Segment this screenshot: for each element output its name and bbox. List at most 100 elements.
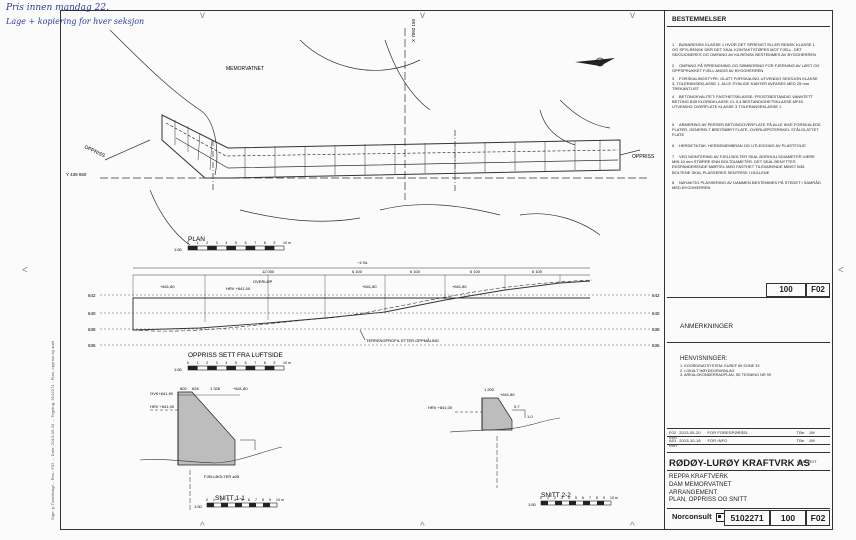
scale-tick-label: 2 [220,498,222,502]
frame-marker-icon: < [838,265,844,276]
oppriss-label-right: OPPRISS [632,154,655,160]
section2-dim: 1 200 [484,387,495,392]
overlop-label: OVERLØP [253,279,273,284]
scale-tick-label: 1 [197,361,199,365]
henvisninger-list: 1. KOORDINATSYSTEM: EUREF 89 SONE 33 2. … [680,364,771,378]
elevation-level-642-right: 642 [652,293,660,298]
section1-dim-c: 1 326 [210,386,221,391]
scale-tick-label: 3 [561,496,563,500]
scale-tick-label: 4 [225,241,227,245]
section-2-drawing [449,397,561,488]
frame-marker-icon: < [22,265,28,276]
scale-tick-label: 5 [235,241,237,245]
section1-title: SNITT 1-1 [215,495,245,502]
section1-scale-bar: 1:50 [194,502,278,509]
elevation-level-638: 638 [88,327,96,332]
divider [667,444,830,445]
terrain-contour [559,99,611,129]
divider [667,297,830,298]
scale-tick-label: 1 [547,496,549,500]
terrain-contour [299,39,421,71]
scale-tick-label: 10 m [276,498,284,502]
terrain-contour [384,39,431,111]
section1-dim-b: 626 [192,386,199,391]
handwritten-note-line1: Pris innen mandag 22. [6,3,109,13]
elevation-scale-text: 1:50 [174,367,183,372]
section1-scale-text: 1:50 [194,504,203,509]
elevation-drawing [100,267,650,346]
section2-slope: 0,7 [514,404,520,409]
terrain-label: TERRENGPROFIL ETTER OPPMÅLING [366,338,439,343]
revision-box: F02 [806,283,830,297]
divider [667,470,830,471]
scale-tick-label: 10 m [610,496,618,500]
elevation-total-dim: ~4 94. [357,260,368,265]
section1-hrv: HRV +641,00 [150,404,175,409]
scale-tick-label: 4 [225,361,227,365]
sheet-number-box: 100 [766,283,806,297]
hrv-label: HRV +641,00 [226,286,251,291]
frame-marker-icon: ^ [200,521,205,532]
scale-tick-label: 1 [213,498,215,502]
dam-plan-section-lines [174,120,601,178]
crest-label-2: +641,80 [362,284,377,289]
revision-row: A01 2013-10-18 FOR INFO TBe JW RvR [669,438,815,448]
scale-tick-label: 2 [206,361,208,365]
terrain-contour [149,189,191,246]
dam-plan-outline [161,114,621,179]
crest-label-3: +641,80 [452,284,467,289]
frame-marker-icon: v [420,10,425,21]
coord-y-label: Y 439 650 [66,172,87,177]
handwritten-note-line2: Lage + kopiering for hver seksjon [6,17,145,26]
scale-tick-label: 6 [245,241,247,245]
scale-tick-label: 7 [254,241,256,245]
scale-tick-label: 1 [197,241,199,245]
divider [667,452,830,453]
company-name: RØDØY-LURØY KRAFTVRK AS [669,458,810,469]
elevation-level-642: 642 [88,293,96,298]
scale-tick-label: 0 [206,498,208,502]
scale-tick-label: 4 [568,496,570,500]
elevation-title: OPPRISS SETT FRA LUFTSIDE [188,352,284,359]
oppriss-arrow-right [619,149,641,156]
frame-marker-icon: v [200,10,205,21]
divider [667,342,830,343]
scale-tick-label: 10 m [283,361,291,365]
section1-crest: +641,80 [233,386,248,391]
scale-tick-label: 9 [273,241,275,245]
section2-slope2: 1,0 [527,414,533,419]
frame-marker-icon: ^ [630,521,635,532]
scale-tick-label: 2 [554,496,556,500]
revision-code: F02 [806,510,830,526]
elevation-dim-2: 6 100 [352,269,363,274]
bestemmelser-title: BESTEMMELSER [672,16,727,23]
divider [667,428,830,429]
project-description: REPPA KRAFTVERK DAM MEMORVATNET ARRANGEM… [669,473,748,504]
terrain-contour [239,209,361,222]
scale-tick-label: 8 [262,498,264,502]
elevation-level-640-right: 640 [652,311,660,316]
frame-marker-icon: ^ [420,521,425,532]
scale-tick-label: 2 [206,241,208,245]
scale-tick-label: 7 [254,361,256,365]
scale-tick-label: 6 [582,496,584,500]
scale-tick-label: 3 [227,498,229,502]
divider [667,26,830,27]
scale-tick-label: 9 [603,496,605,500]
elevation-scale-bar: 1:50 [174,365,285,372]
scale-tick-label: 7 [255,498,257,502]
section1-bolt-label: FJELLBOLTER ø25 [204,474,240,479]
elevation-dim-4: 6 100 [470,269,481,274]
terrain-contour [519,213,601,236]
section2-scale-text: 1:50 [528,502,537,507]
section2-crest: +641,80 [500,392,515,397]
plan-scale-text: 1:50 [174,247,183,252]
scale-tick-label: 5 [235,361,237,365]
elevation-level-636-right: 636 [652,343,660,348]
